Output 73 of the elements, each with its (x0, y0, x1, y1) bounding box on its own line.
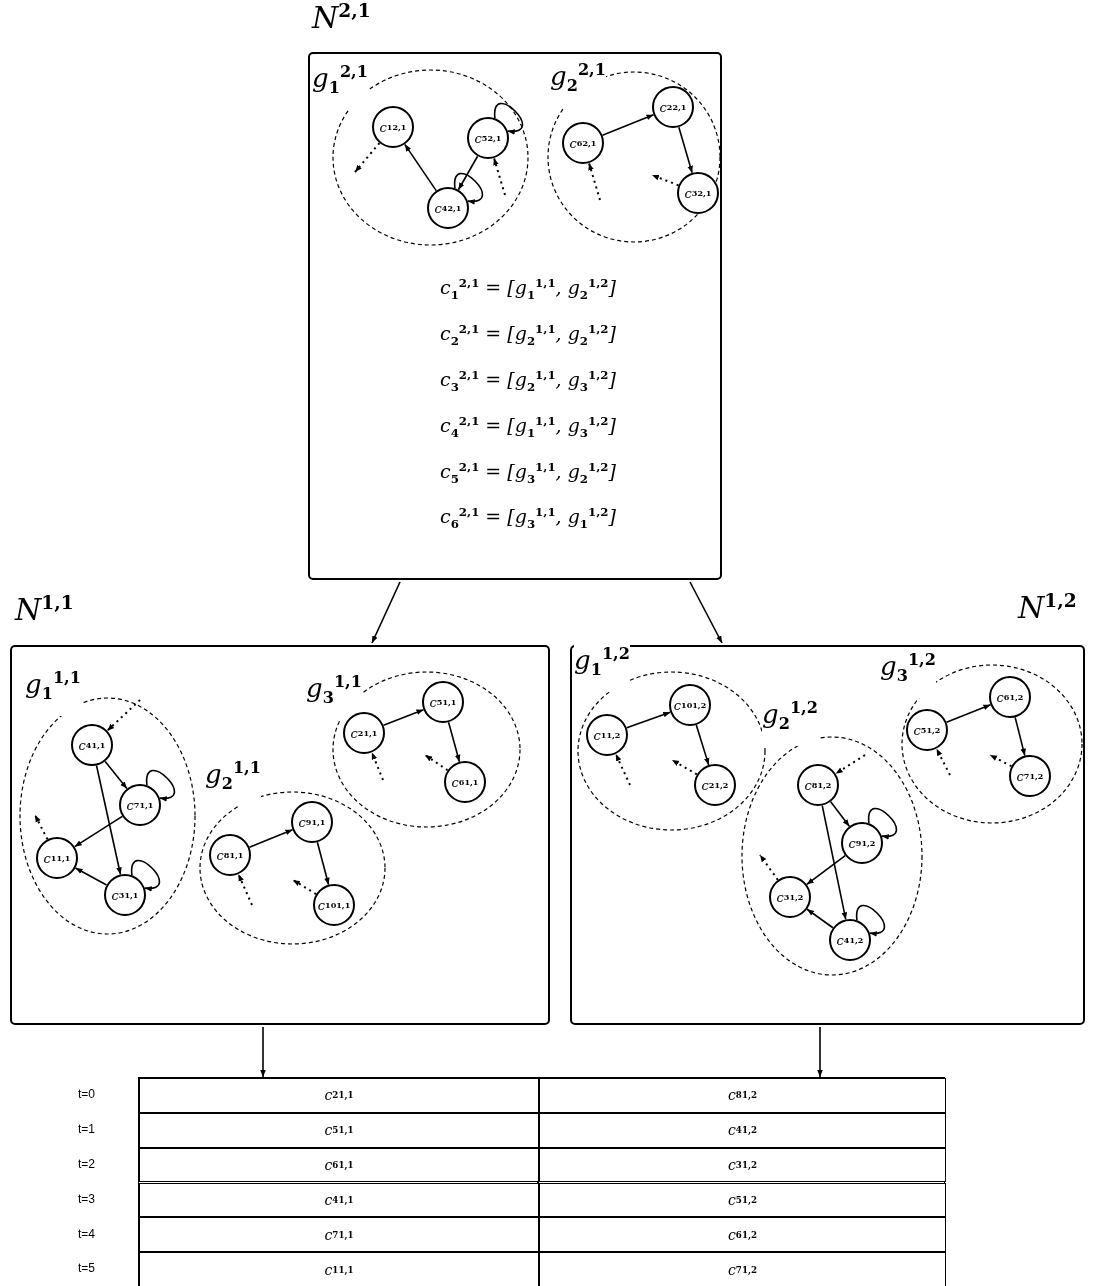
arrow (601, 114, 655, 136)
arrow (424, 754, 449, 772)
arrow (945, 703, 992, 724)
arrow (382, 708, 425, 727)
arrow (806, 854, 846, 886)
arrow (146, 769, 176, 801)
arrow (248, 829, 294, 848)
row-label: t=2 (78, 1156, 96, 1173)
arrow (588, 162, 601, 201)
arrow (834, 754, 866, 775)
table-column (138, 1077, 538, 1286)
group-ellipse (306, 672, 520, 827)
panel-heading: N$^{1,2}$ (1018, 590, 1078, 627)
arrow (1014, 716, 1026, 757)
arrow (806, 908, 834, 929)
arrow (34, 814, 49, 841)
arrow (856, 904, 886, 936)
arrow (74, 867, 108, 886)
arrow (454, 172, 484, 204)
table-column (538, 1077, 945, 1286)
arrow (989, 754, 1013, 768)
arrow (671, 759, 698, 776)
arrow (316, 841, 330, 886)
equation: c$_{5}$$^{2,1}$ = [g$_{3}$$^{1,1}$, g$_{2}$$^{1,2}$] (440, 460, 616, 487)
network-panel (308, 0, 722, 580)
arrow (237, 873, 253, 906)
arrow (829, 800, 851, 828)
arrow (821, 804, 848, 921)
group-ellipse (574, 644, 765, 830)
row-label: t=1 (78, 1121, 96, 1139)
arrow (494, 102, 524, 134)
arrow (292, 879, 318, 896)
group-ellipse (548, 60, 720, 242)
arrow (759, 854, 779, 881)
equation: c$_{3}$$^{2,1}$ = [g$_{2}$$^{1,1}$, g$_{3}$$^{1,2}$] (440, 368, 616, 395)
group-ellipse (20, 668, 195, 934)
arrow (457, 155, 479, 191)
equation: c$_{6}$$^{2,1}$ = [g$_{3}$$^{1,1}$, g$_{1}$$^{1,2}$] (440, 505, 616, 532)
arrow (354, 142, 381, 173)
equation: c$_{1}$$^{2,1}$ = [g$_{1}$$^{1,1}$, g$_{2}$$^{1,2}$] (440, 276, 616, 303)
equation: c$_{2}$$^{2,1}$ = [g$_{2}$$^{1,1}$, g$_{2}$$^{1,2}$] (440, 322, 616, 349)
arrow (678, 126, 693, 174)
arrow (370, 751, 384, 781)
arrow (493, 157, 506, 196)
arrow (817, 1026, 823, 1078)
row-label: t=0 (78, 1086, 96, 1104)
arrow (131, 859, 161, 891)
row-label: t=3 (78, 1190, 96, 1208)
group-ellipse (312, 62, 528, 245)
network-panel (10, 592, 550, 1025)
arrow (260, 1026, 266, 1078)
group-ellipse (742, 698, 922, 975)
arrow (935, 747, 951, 776)
group-ellipse (880, 650, 1082, 823)
arrow (651, 174, 680, 187)
arrow (404, 143, 437, 192)
group-ellipse (200, 758, 385, 944)
arrow (868, 807, 898, 839)
panel-heading: N$^{1,1}$ (15, 592, 75, 629)
arrow (371, 581, 401, 644)
arrow (73, 815, 124, 848)
row-label: t=4 (78, 1225, 96, 1243)
arrow (614, 753, 631, 786)
equation: c$_{4}$$^{2,1}$ = [g$_{1}$$^{1,1}$, g$_{3}$$^{1,2}$] (440, 414, 616, 441)
row-label: t=5 (78, 1260, 96, 1278)
arrow (95, 764, 122, 876)
arrow (106, 699, 141, 732)
arrow (695, 724, 710, 766)
arrow (104, 760, 128, 790)
arrow (447, 721, 461, 763)
panel-heading: N$^{2,1}$ (312, 0, 372, 37)
arrow (689, 581, 723, 644)
arrow (625, 711, 672, 729)
